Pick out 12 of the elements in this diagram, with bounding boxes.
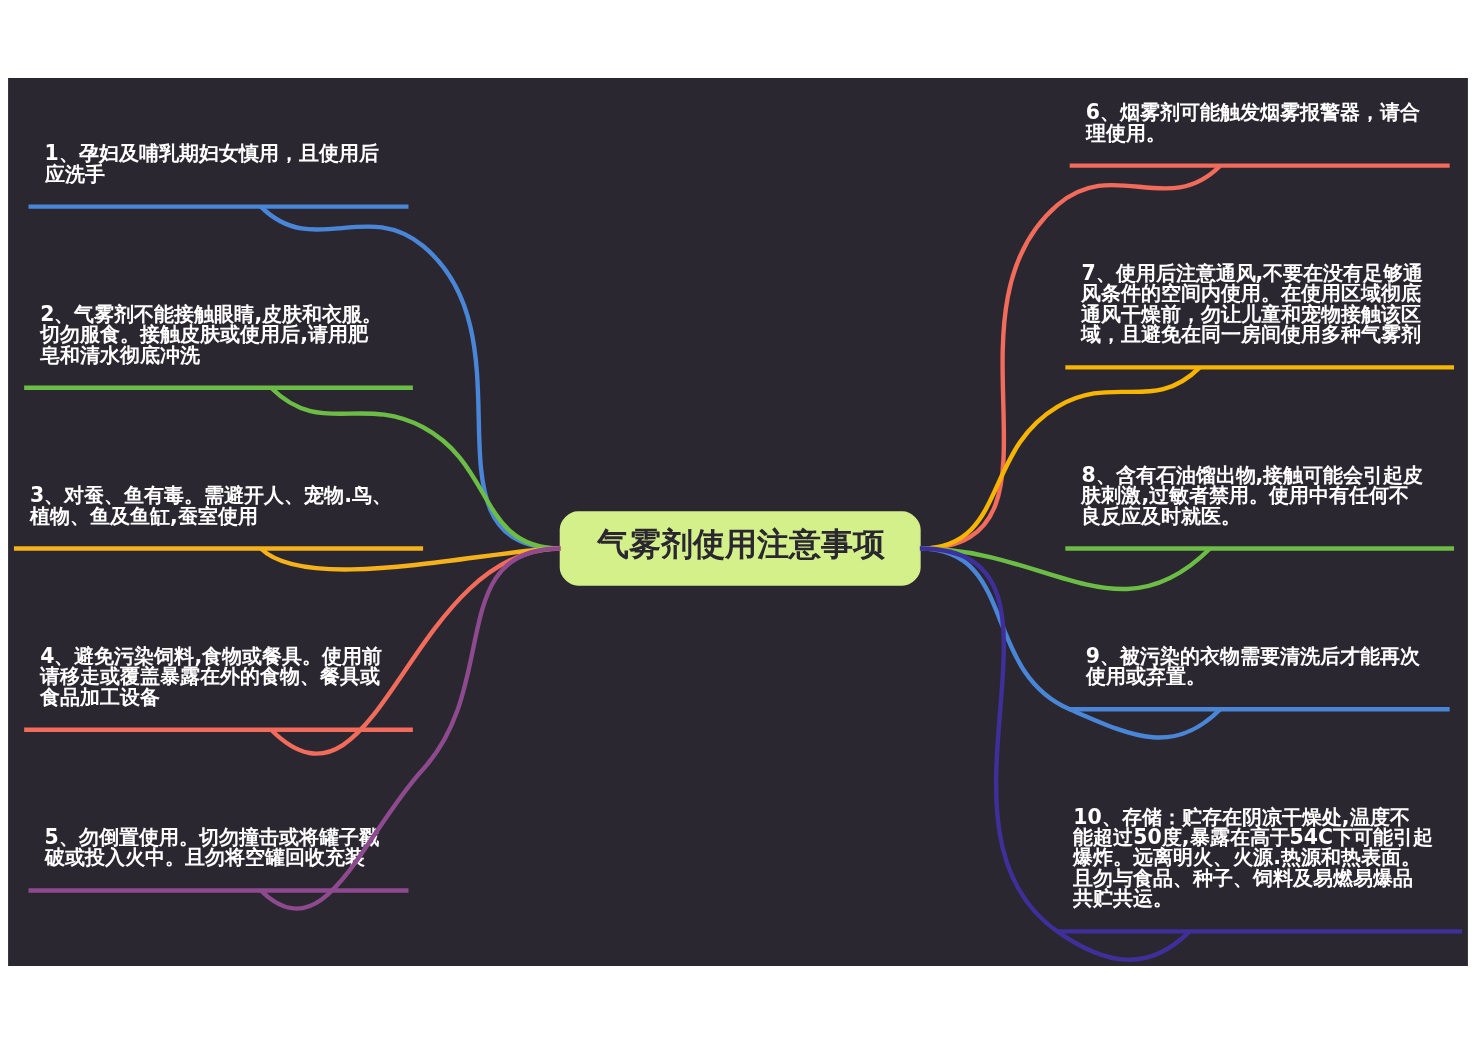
node-box: 气雾剂使用注意事项	[559, 510, 921, 586]
node-text: 10、存储：贮存在阴凉干燥处,温度不能超过50度,暴露在高于54C下可能引起爆炸。远离明火、火源.热源和热表面。且勿与食品、种子、饲料及易燃易爆品共贮共运。	[1073, 804, 1434, 910]
node-text: 8、含有石油馏出物,接触可能会引起皮肤刺激,过敏者禁用。使用中有任何不良反应及时就医。	[1081, 462, 1424, 528]
node-text: 4、避免污染饲料,食物或餐具。使用前请移走或覆盖暴露在外的食物、餐具或食品加工设备	[40, 643, 383, 709]
connector	[919, 545, 1191, 962]
node-text: 1、孕妇及哺乳期妇女慎用，且使用后应洗手	[44, 140, 379, 186]
node-text: 3、对蚕、鱼有毒。需避开人、宠物.鸟、植物、鱼及鱼缸,蚕室使用	[30, 482, 392, 528]
node-text: 7、使用后注意通风,不要在没有足够通风条件的空间内使用。在使用区域彻底通风干燥前，勿让儿童和宠物接触该区域，且避免在同一房间使用多种气雾剂	[1081, 260, 1424, 346]
connector	[259, 545, 561, 910]
node-text: 2、气雾剂不能接触眼睛,皮肤和衣服。切勿服食。接触皮肤或使用后,请用肥皂和清水彻底冲洗	[40, 301, 383, 367]
node-text: 9、被污染的衣物需要清洗后才能再次使用或弃置。	[1085, 643, 1421, 688]
node-text: 6、烟雾剂可能触发烟雾报警器，请合理使用。	[1085, 99, 1421, 145]
